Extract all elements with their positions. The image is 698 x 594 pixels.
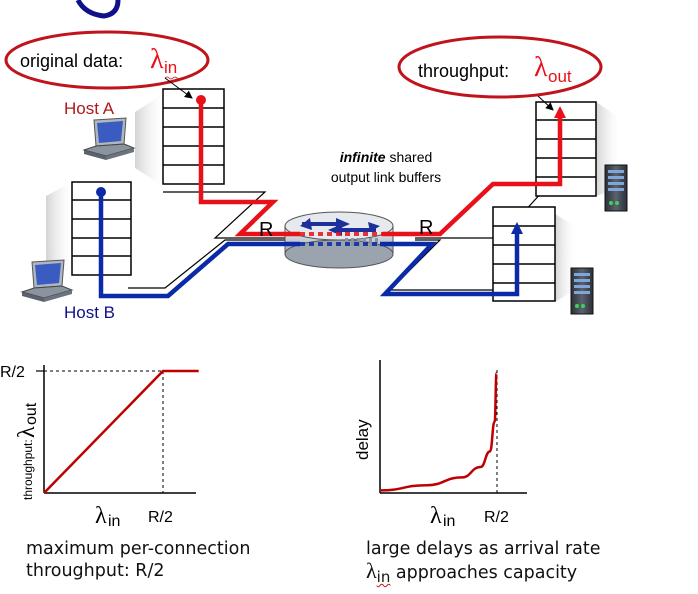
lambda-in-symbol: λ (150, 44, 164, 75)
throughput-callout: throughput: λ out (397, 35, 603, 111)
throughput-label: throughput: (418, 61, 509, 81)
svg-text:λ: λ (14, 426, 40, 438)
original-data-label: original data: (20, 51, 123, 71)
lambda-in-subscript: in (164, 58, 177, 77)
lambda-subscript: in (376, 568, 391, 586)
caption-line: maximum per-connection (26, 539, 251, 559)
y-axis-label: throughput: λ out (14, 402, 40, 500)
delay-chart: R/2 λ in delay (353, 360, 527, 530)
y-axis-label: delay (353, 419, 372, 460)
x-tick-label: R/2 (484, 509, 509, 526)
caption-line: throughput: R/2 (26, 561, 165, 581)
x-axis-subscript: in (443, 513, 455, 530)
left-chart-caption: maximum per-connection throughput: R/2 (26, 538, 250, 582)
x-axis-lambda: λ (430, 503, 442, 529)
router-buffer-label: infinite shared (340, 149, 433, 165)
partial-title-glyph (75, 0, 121, 19)
lambda-out-subscript: out (548, 67, 572, 86)
caption-line: large delays as arrival rate (366, 539, 601, 559)
x-tick-label: R/2 (148, 509, 173, 526)
router-icon (284, 211, 394, 269)
x-axis-subscript: in (108, 513, 120, 530)
throughput-chart: R/2 R/2 λ in throughput: λ out (0, 364, 199, 530)
laptop-icon (82, 117, 136, 160)
delay-curve (379, 372, 498, 492)
svg-text:throughput:: throughput: (21, 439, 35, 500)
link-capacity-right: R (419, 217, 433, 239)
receiver-bottom-buffer (492, 206, 575, 302)
caption-line: λin approaches capacity (366, 558, 601, 587)
caption-rest: approaches capacity (390, 563, 578, 583)
server-icon (604, 164, 628, 212)
lambda-out-symbol: λ (534, 52, 548, 83)
laptop-icon (20, 259, 74, 302)
link-capacity-left: R (259, 219, 273, 241)
host-b-label: Host B (64, 303, 115, 322)
host-a-flow (196, 95, 566, 237)
receiver-top-buffer (535, 101, 620, 197)
host-a-buffer (135, 88, 225, 186)
host-b-flow (96, 187, 523, 299)
server-icon (570, 267, 594, 315)
y-tick-label: R/2 (0, 364, 25, 381)
x-axis-lambda: λ (95, 503, 107, 529)
throughput-curve (43, 369, 199, 494)
lambda-symbol: λ (366, 558, 377, 583)
original-data-callout: original data: λ in (4, 30, 210, 99)
right-chart-caption: large delays as arrival rate λin approac… (366, 538, 601, 587)
svg-text:out: out (23, 402, 40, 425)
host-a-label: Host A (64, 99, 115, 118)
router-buffer-label-line2: output link buffers (331, 169, 441, 185)
